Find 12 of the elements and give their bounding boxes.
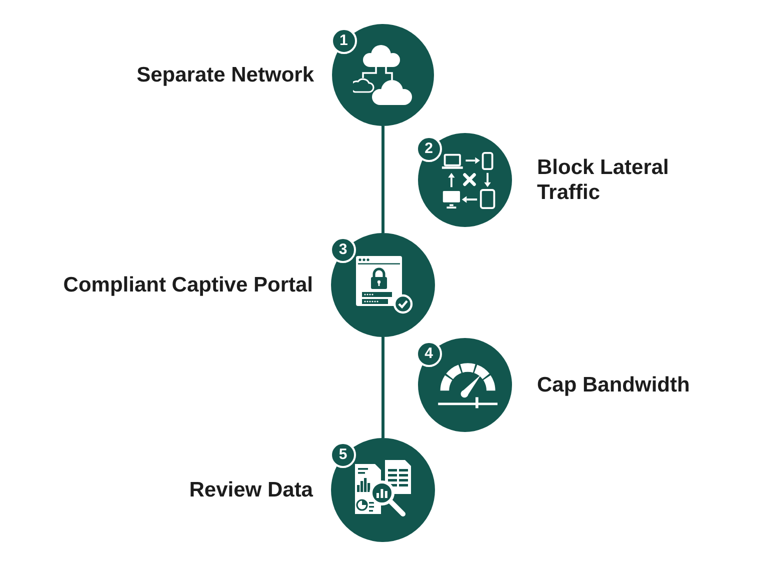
- step-label: Review Data: [189, 478, 313, 502]
- step-label: Separate Network: [136, 62, 314, 88]
- step-label: Block Lateral Traffic: [537, 155, 670, 205]
- connector-line: [382, 337, 384, 438]
- step-label: Cap Bandwidth: [537, 372, 691, 398]
- step-number: 2: [416, 136, 442, 162]
- connector-line: [382, 126, 384, 233]
- step-number: 5: [330, 442, 356, 468]
- step-number: 3: [330, 237, 356, 264]
- step-label: Compliant Captive Portal: [63, 272, 313, 298]
- step-number: 1: [330, 28, 357, 54]
- step-number: 4: [416, 340, 442, 366]
